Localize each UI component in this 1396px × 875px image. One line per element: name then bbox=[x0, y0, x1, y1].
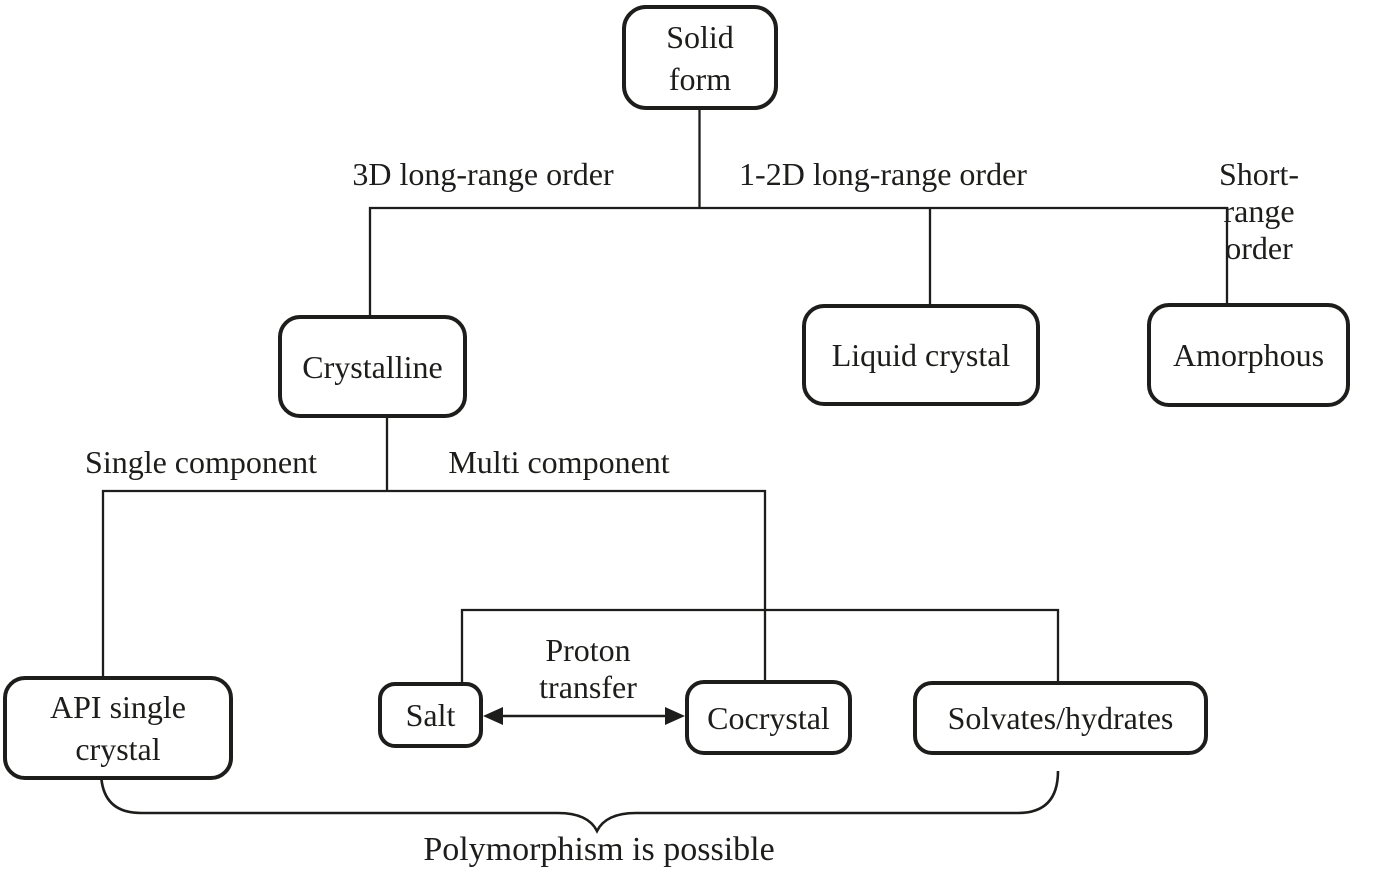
caption-polymorphism: Polymorphism is possible bbox=[423, 831, 775, 868]
node-solvates-hydrates: Solvates/hydrates bbox=[913, 681, 1208, 755]
label-3d-long-range-order: 3D long-range order bbox=[352, 156, 614, 192]
label-proton-transfer: Proton transfer bbox=[539, 632, 637, 705]
arrowhead-left bbox=[483, 707, 503, 725]
node-cocrystal: Cocrystal bbox=[685, 680, 852, 755]
proton-transfer-arrow bbox=[483, 707, 685, 725]
node-salt: Salt bbox=[378, 682, 483, 748]
label-short-range-order: Short-range order bbox=[1219, 156, 1299, 266]
label-multi-component: Multi component bbox=[448, 444, 670, 480]
arrowhead-right bbox=[665, 707, 685, 725]
label-1-2d-long-range-order: 1-2D long-range order bbox=[739, 156, 1027, 192]
node-api-single-crystal: API single crystal bbox=[3, 676, 233, 780]
node-crystalline: Crystalline bbox=[278, 315, 467, 418]
label-single-component: Single component bbox=[85, 444, 317, 480]
node-liquid-crystal: Liquid crystal bbox=[802, 304, 1040, 406]
polymorphism-brace bbox=[99, 770, 1060, 834]
node-amorphous: Amorphous bbox=[1147, 303, 1350, 407]
node-solid-form: Solid form bbox=[622, 5, 778, 110]
